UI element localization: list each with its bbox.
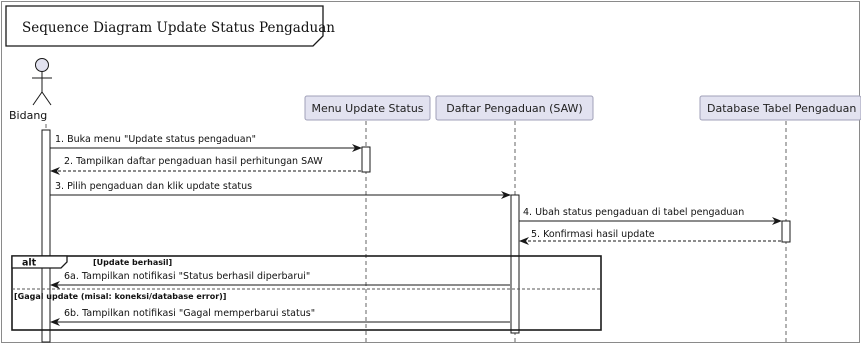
- activation-database: [781, 220, 791, 243]
- actor-stick-figure-icon: [32, 58, 52, 106]
- diagram-title: Sequence Diagram Update Status Pengaduan: [22, 20, 335, 36]
- message-label-4: 4. Ubah status pengaduan di tabel pengad…: [523, 207, 744, 218]
- participant-label: Database Tabel Pengaduan: [707, 102, 856, 115]
- participant-label: Daftar Pengaduan (SAW): [446, 102, 582, 115]
- alt-keyword: alt: [22, 258, 37, 269]
- participant-daftar-pengaduan: Daftar Pengaduan (SAW): [435, 95, 594, 121]
- alt-guard-1: [Update berhasil]: [93, 258, 172, 267]
- title-tab: [5, 5, 324, 47]
- participant-label: Menu Update Status: [311, 102, 423, 115]
- message-label-2: 2. Tampilkan daftar pengaduan hasil perh…: [64, 156, 323, 167]
- message-label-6b: 6b. Tampilkan notifikasi "Gagal memperba…: [64, 308, 315, 319]
- participant-menu-update-status: Menu Update Status: [304, 95, 431, 121]
- message-label-5: 5. Konfirmasi hasil update: [531, 229, 655, 240]
- alt-fragment: alt [Update berhasil] [Gagal update (mis…: [11, 255, 602, 331]
- activation-daftar-pengaduan: [510, 194, 520, 334]
- message-label-1: 1. Buka menu "Update status pengaduan": [55, 134, 256, 145]
- alt-guard-2: [Gagal update (misal: koneksi/database e…: [14, 292, 226, 301]
- actor-label: Bidang: [9, 109, 47, 122]
- message-label-3: 3. Pilih pengaduan dan klik update statu…: [55, 181, 252, 192]
- participant-database-tabel-pengaduan: Database Tabel Pengaduan: [699, 95, 861, 121]
- message-label-6a: 6a. Tampilkan notifikasi "Status berhasi…: [64, 271, 310, 282]
- activation-bidang: [41, 129, 51, 343]
- activation-menu-update-status: [361, 146, 371, 173]
